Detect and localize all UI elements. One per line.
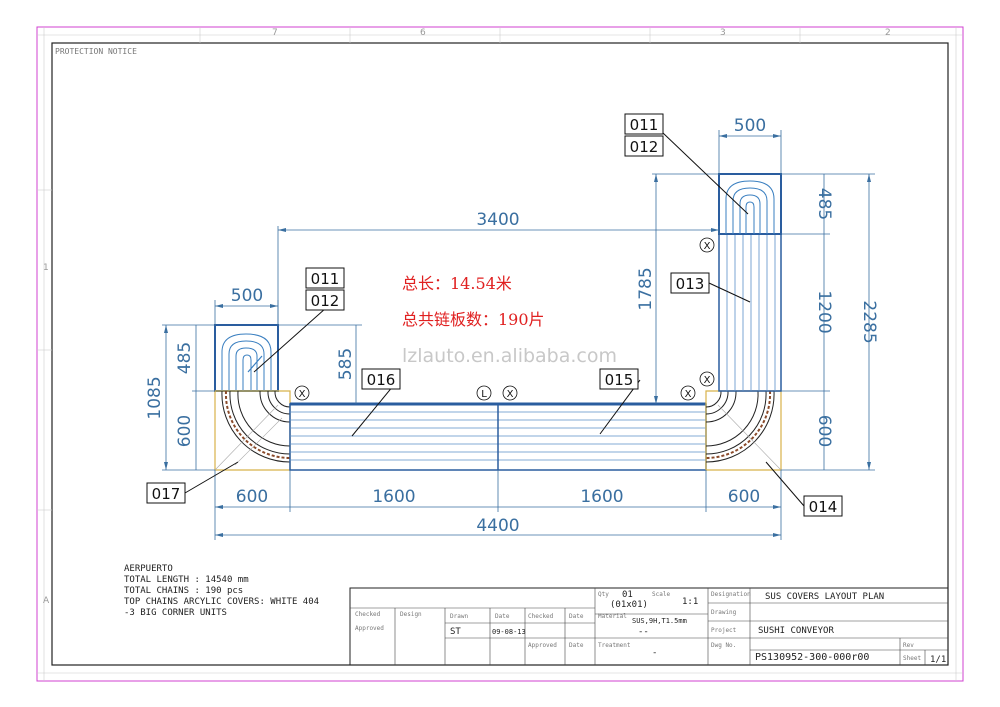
dimension-lines	[162, 130, 875, 540]
dim-600-bottom-right: 600	[728, 487, 760, 507]
grid-col-3: 3	[720, 28, 726, 38]
dim-585: 585	[336, 348, 356, 380]
tb-sheet: 1/1	[930, 655, 946, 665]
svg-text:Dwg No.: Dwg No.	[711, 642, 736, 649]
svg-text:Drawing: Drawing	[711, 609, 737, 616]
label-014: 014	[809, 498, 838, 516]
dim-485-left: 485	[175, 342, 195, 374]
tag-boxes	[146, 113, 843, 517]
svg-text:Design: Design	[400, 611, 422, 618]
tb-project: SUSHI CONVEYOR	[758, 626, 834, 636]
svg-text:Material: Material	[598, 613, 627, 620]
notes-block: AERPUERTO TOTAL LENGTH : 14540 mm TOTAL …	[124, 564, 319, 618]
grid-row-1: 1	[43, 263, 49, 273]
label-015: 015	[605, 371, 634, 389]
label-012-right: 012	[630, 138, 659, 156]
svg-text:Date: Date	[569, 642, 584, 649]
total-length-note: 总长：14.54米	[402, 274, 512, 293]
tb-scale: 1:1	[682, 597, 698, 607]
svg-text:Qty: Qty	[598, 591, 609, 598]
right-return-module	[718, 173, 782, 235]
label-012-left: 012	[311, 292, 340, 310]
svg-text:Date: Date	[495, 613, 510, 620]
svg-text:Designation: Designation	[711, 591, 751, 598]
marker-x-1: X	[299, 389, 306, 400]
marker-x-3: X	[685, 389, 692, 400]
dimension-arrows	[164, 134, 871, 537]
label-011-right: 011	[630, 116, 659, 134]
marker-x-4: X	[704, 375, 711, 386]
protection-notice: PROTECTION NOTICE	[55, 47, 137, 56]
label-013: 013	[676, 275, 705, 293]
dim-485-right: 485	[814, 188, 834, 220]
tb-drawing-number: PS130952-300-000r00	[755, 652, 869, 663]
note-line: TOTAL LENGTH : 14540 mm	[124, 575, 249, 585]
tb-qty-sub: (01x01)	[610, 600, 648, 610]
dim-1200: 1200	[814, 290, 834, 333]
label-017: 017	[152, 485, 181, 503]
tb-date: 09-08-13	[492, 628, 526, 636]
markers	[294, 237, 715, 401]
tb-dash-1: --	[638, 627, 649, 637]
dim-600-left: 600	[175, 415, 195, 447]
dim-1085: 1085	[145, 376, 165, 419]
dim-500-right: 500	[734, 116, 766, 136]
note-line: AERPUERTO	[124, 564, 173, 574]
dim-1600-b: 1600	[580, 487, 623, 507]
grid-col-2: 2	[885, 28, 891, 38]
dim-2285: 2285	[859, 300, 879, 343]
total-plates-note: 总共链板数：190片	[402, 310, 545, 329]
note-line: -3 BIG CORNER UNITS	[124, 608, 227, 618]
note-line: TOTAL CHAINS : 190 pcs	[124, 586, 243, 596]
dim-4400: 4400	[476, 516, 519, 536]
watermark: lzlauto.en.alibaba.com	[402, 345, 617, 367]
dim-500-left: 500	[231, 286, 263, 306]
grid-row-a: A	[43, 596, 50, 606]
dim-3400: 3400	[476, 210, 519, 230]
vertical-section	[718, 233, 782, 392]
svg-text:Approved: Approved	[528, 642, 557, 649]
svg-text:Checked: Checked	[355, 611, 381, 618]
label-011-left: 011	[311, 270, 340, 288]
svg-text:Date: Date	[569, 613, 584, 620]
svg-text:Rev: Rev	[903, 642, 914, 649]
grid-col-6: 6	[420, 28, 426, 38]
tb-drawn-by: ST	[450, 627, 461, 637]
marker-x-2: X	[507, 389, 514, 400]
marker-l: L	[481, 389, 487, 400]
tb-qty: 01	[622, 590, 633, 600]
svg-text:Treatment: Treatment	[598, 642, 631, 649]
dim-1600-a: 1600	[372, 487, 415, 507]
svg-text:Approved: Approved	[355, 625, 384, 632]
dim-600-bottom-left: 600	[236, 487, 268, 507]
svg-text:Drawn: Drawn	[450, 613, 468, 620]
tb-title: SUS COVERS LAYOUT PLAN	[765, 592, 884, 602]
note-line: TOP CHAINS ARCYLIC COVERS: WHITE 404	[124, 597, 319, 607]
tb-material: SUS,9H,T1.5mm	[632, 617, 687, 625]
dim-600-right: 600	[814, 415, 834, 447]
dim-1785: 1785	[636, 267, 656, 310]
svg-text:Scale: Scale	[652, 591, 670, 598]
svg-text:Project: Project	[711, 627, 737, 634]
svg-text:Checked: Checked	[528, 613, 554, 620]
left-return-module	[214, 324, 279, 392]
label-016: 016	[367, 371, 396, 389]
grid-col-7: 7	[272, 28, 278, 38]
conveyor-assembly	[214, 173, 782, 471]
tb-dash-2: -	[652, 648, 657, 658]
marker-x-5: X	[704, 241, 711, 252]
svg-text:Sheet: Sheet	[903, 655, 921, 662]
